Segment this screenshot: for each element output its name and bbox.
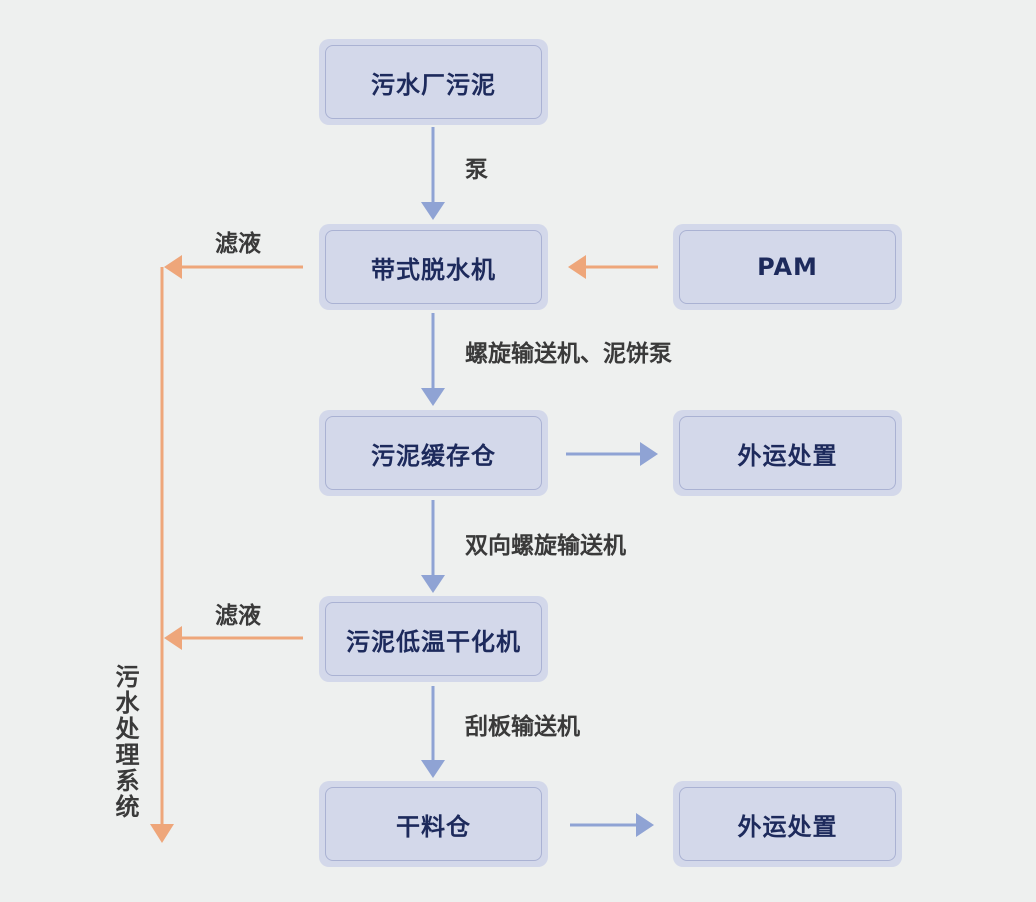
arrow-press-to-buffer (421, 313, 445, 406)
arrow-filtrate-1 (164, 255, 303, 279)
arrow-sewage-system (150, 267, 174, 843)
node-sludge-source-label: 污水厂污泥 (325, 45, 542, 119)
node-transport-2-label: 外运处置 (679, 787, 896, 861)
node-sludge-source: 污水厂污泥 (319, 39, 548, 125)
arrow-dryer-to-drybin (421, 686, 445, 778)
arrow-buffer-to-transport (566, 442, 658, 466)
node-dry-bin: 干料仓 (319, 781, 548, 867)
edge-label-sewage-system: 污水处理系统 (111, 664, 139, 820)
edge-label-scraper-conveyor: 刮板输送机 (465, 714, 580, 740)
node-transport-1: 外运处置 (673, 410, 902, 496)
arrow-filtrate-2 (164, 626, 303, 650)
arrow-buffer-to-dryer (421, 500, 445, 593)
node-belt-press: 带式脱水机 (319, 224, 548, 310)
arrow-source-to-press (421, 127, 445, 220)
edge-label-filtrate-2: 滤液 (215, 603, 261, 629)
edge-label-bidirectional-screw: 双向螺旋输送机 (465, 533, 626, 559)
node-pam-label: PAM (679, 230, 896, 304)
node-dry-bin-label: 干料仓 (325, 787, 542, 861)
node-buffer-bin-label: 污泥缓存仓 (325, 416, 542, 490)
edge-label-filtrate-1: 滤液 (215, 231, 261, 257)
node-dryer-label: 污泥低温干化机 (325, 602, 542, 676)
node-belt-press-label: 带式脱水机 (325, 230, 542, 304)
node-transport-1-label: 外运处置 (679, 416, 896, 490)
node-transport-2: 外运处置 (673, 781, 902, 867)
arrow-drybin-to-transport (570, 813, 654, 837)
arrow-pam-to-press (568, 255, 658, 279)
edge-label-pump: 泵 (465, 157, 488, 183)
edge-label-screw-conveyor-pump: 螺旋输送机、泥饼泵 (465, 341, 672, 367)
node-dryer: 污泥低温干化机 (319, 596, 548, 682)
node-pam: PAM (673, 224, 902, 310)
node-buffer-bin: 污泥缓存仓 (319, 410, 548, 496)
